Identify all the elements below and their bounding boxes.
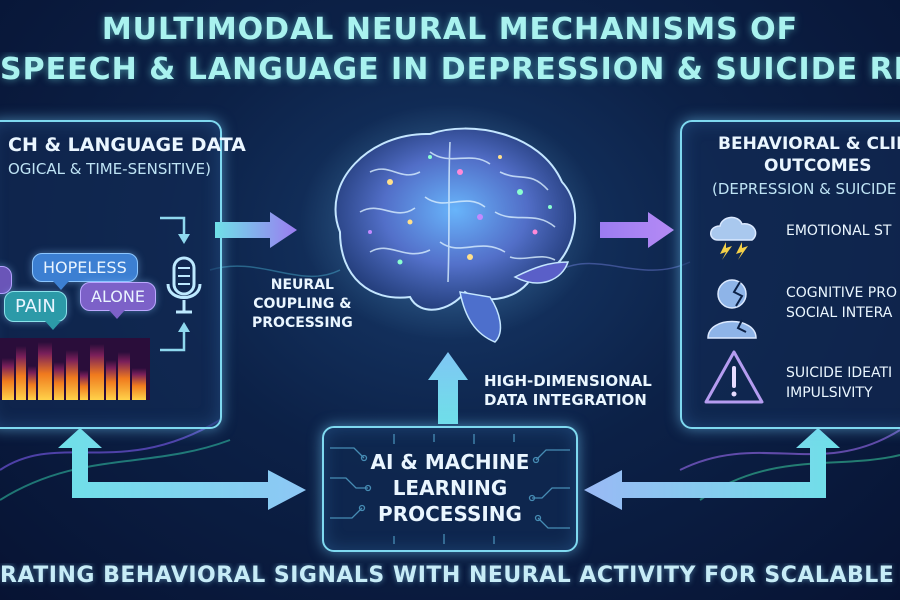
left-panel-heading: CH & LANGUAGE DATA — [8, 134, 246, 156]
storm-cloud-icon — [710, 216, 757, 260]
ai-machine-learning-box: AI & MACHINE LEARNING PROCESSING — [322, 426, 578, 552]
arrow-right-panel-to-ai — [584, 428, 840, 510]
behavioral-clinical-outcomes-panel: BEHAVIORAL & CLIN OUTCOMES (DEPRESSION &… — [680, 120, 900, 429]
left-panel-subheading: OGICAL & TIME-SENSITIVE) — [8, 160, 211, 178]
title-line-2: SPEECH & LANGUAGE IN DEPRESSION & SUICID… — [0, 52, 900, 87]
neural-coupling-label: NEURAL COUPLING & PROCESSING — [252, 277, 353, 331]
outcome-label-cognitive: COGNITIVE PRO — [786, 285, 897, 301]
waveform-icon — [2, 184, 150, 240]
arrow-left-panel-to-ai — [58, 428, 306, 510]
word-bubble-hopeless: HOPELESS — [32, 253, 138, 290]
data-integration-label: HIGH-DIMENSIONAL DATA INTEGRATION — [484, 372, 652, 409]
footer-banner: RATING BEHAVIORAL SIGNALS WITH NEURAL AC… — [0, 563, 900, 588]
arrow-left-to-brain — [215, 212, 297, 248]
spectrogram-icon — [0, 338, 150, 400]
ai-box-line-1: AI & MACHINE — [370, 450, 530, 474]
broken-head-icon — [707, 279, 757, 339]
word-bubble-pain: PAIN — [4, 291, 67, 330]
outcome-label-social: SOCIAL INTERA — [786, 305, 893, 321]
right-panel-heading-2: OUTCOMES — [764, 156, 872, 176]
arrow-brain-to-right — [600, 212, 674, 248]
microphone-icon — [160, 216, 202, 352]
ai-box-line-3: PROCESSING — [378, 502, 522, 526]
word-bubble-alone: ALONE — [80, 282, 156, 319]
outcome-label-suicide-ideation: SUICIDE IDEATI — [786, 365, 893, 381]
arrow-ai-to-brain — [428, 352, 468, 424]
right-panel-heading-1: BEHAVIORAL & CLIN — [718, 134, 900, 154]
title-line-1: MULTIMODAL NEURAL MECHANISMS OF — [101, 12, 799, 47]
ai-box-line-2: LEARNING — [392, 476, 508, 500]
circuit-pattern-icon — [330, 434, 570, 544]
outcome-label-impulsivity: IMPULSIVITY — [786, 385, 873, 401]
right-panel-subheading: (DEPRESSION & SUICIDE — [712, 180, 897, 198]
warning-icon — [704, 350, 764, 404]
outcome-label-emotional: EMOTIONAL ST — [786, 223, 892, 239]
brain-illustration — [300, 104, 600, 343]
